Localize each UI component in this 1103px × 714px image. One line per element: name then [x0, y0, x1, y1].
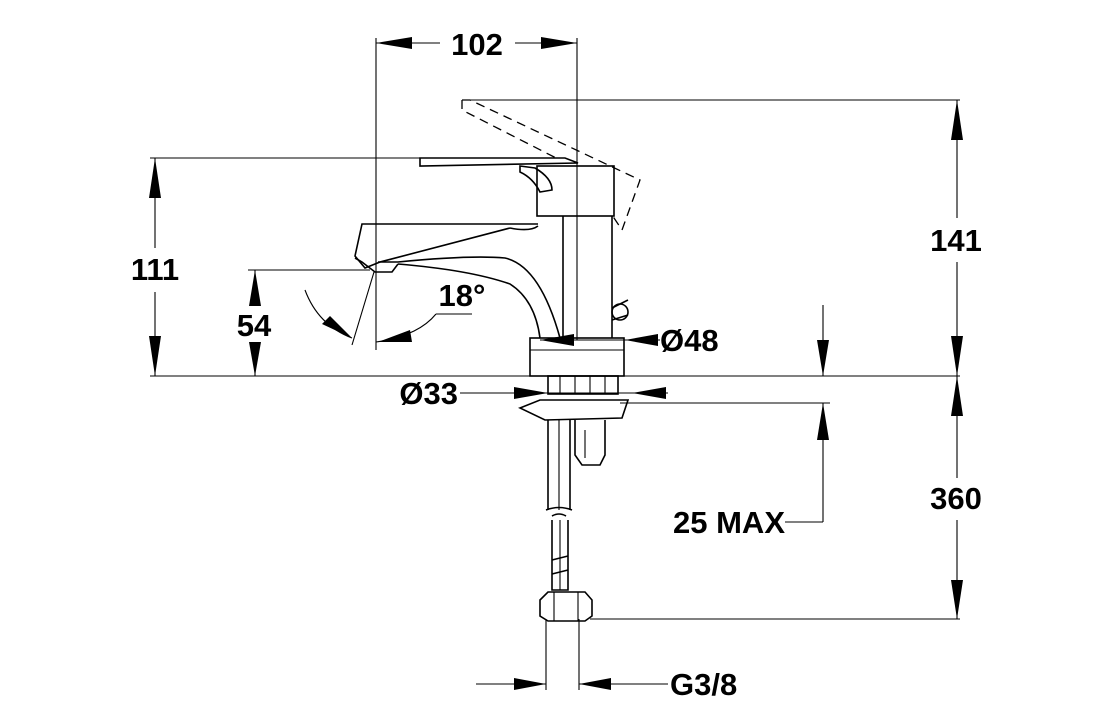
dimension-360-label: 360	[930, 481, 982, 516]
angle-18: 18°	[304, 271, 486, 346]
dimension-111-label: 111	[131, 252, 179, 287]
dimension-d48: Ø48	[540, 323, 719, 358]
angle-18-label: 18°	[439, 278, 486, 313]
dimension-d33-label: Ø33	[399, 376, 458, 411]
dimension-141-label: 141	[930, 223, 982, 258]
dimension-102: 102	[376, 27, 577, 62]
dimension-g38: G3/8	[476, 667, 737, 702]
faucet-outline	[354, 99, 641, 622]
dimension-111: 111	[131, 158, 179, 376]
dimension-102-label: 102	[451, 27, 503, 62]
dimension-g38-label: G3/8	[670, 667, 737, 702]
dimension-d33: Ø33	[399, 376, 668, 411]
dimension-54-label: 54	[237, 308, 272, 343]
dimension-360: 360	[930, 376, 982, 619]
dimension-141: 141	[930, 100, 982, 376]
dimension-d48-label: Ø48	[660, 323, 719, 358]
dimension-25max-label: 25 MAX	[673, 505, 785, 540]
dimension-54: 54	[237, 270, 272, 376]
dimension-25max: 25 MAX	[673, 305, 829, 540]
